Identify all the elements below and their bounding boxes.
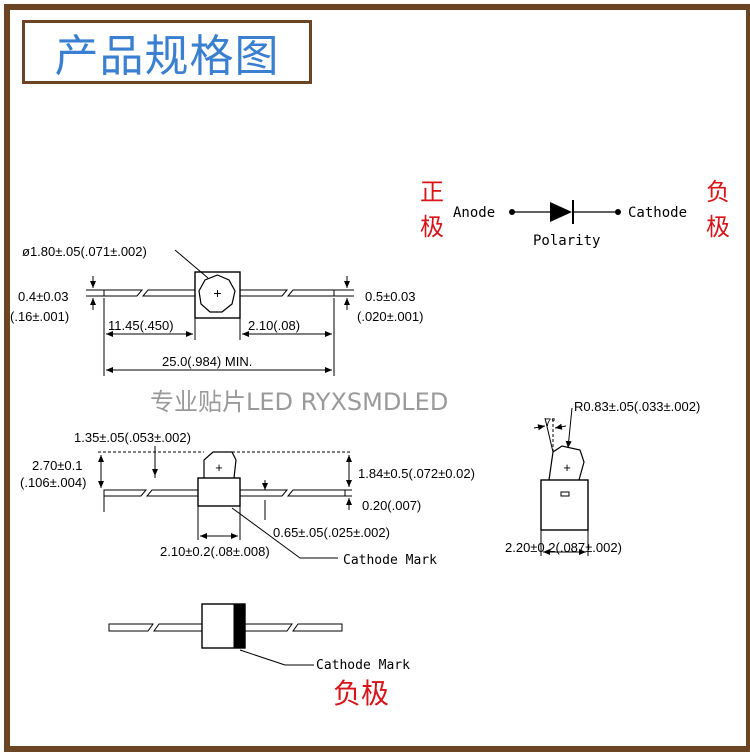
top-right-thick-mm: 0.5±0.03: [365, 289, 416, 304]
side-height-in: (.106±.004): [20, 475, 86, 490]
end-plus-mark: +: [563, 460, 571, 475]
top-right-length: 2.10(.08): [248, 318, 300, 333]
diode-symbol: [550, 202, 572, 222]
anode-cn-top: 正: [420, 178, 444, 206]
page-frame: [4, 4, 750, 752]
cathode-terminal: [615, 209, 621, 215]
side-body-height: 1.84±0.5(.072±0.02): [358, 466, 475, 481]
top-left-thick-in: (.16±.001): [10, 309, 69, 324]
cathode-label: Cathode: [628, 205, 687, 221]
side-body-width: 2.10±0.2(.08±.008): [160, 544, 270, 559]
side-dome-label: 1.35±.05(.053±.002): [74, 430, 191, 445]
top-total-length: 25.0(.984) MIN.: [162, 354, 252, 369]
top-left-length: 11.45(.450): [108, 318, 174, 333]
watermark: 专业贴片LED RYXSMDLED: [150, 388, 448, 416]
page-title: 产品规格图: [54, 31, 280, 82]
top-view: [86, 249, 354, 376]
side-plus-mark: +: [215, 460, 223, 475]
bottom-view: [108, 603, 343, 666]
top-left-thick-mm: 0.4±0.03: [18, 289, 69, 304]
bottom-cathode-mark-label: Cathode Mark: [316, 658, 410, 673]
end-view: [533, 407, 589, 556]
side-lead-offset: 0.65±.05(.025±.002): [273, 525, 390, 540]
side-height-mm: 2.70±0.1: [32, 458, 83, 473]
end-angle-label: 7°: [545, 417, 556, 429]
polarity-diagram: 正 极 Anode Cathode Polarity 负 极: [420, 178, 730, 249]
side-lead-thickness: 0.20(.007): [362, 498, 421, 513]
cathode-cn-top: 负: [706, 178, 730, 206]
cathode-cn-bottom: 极: [706, 213, 730, 241]
anode-cn-bottom: 极: [420, 213, 444, 241]
bottom-cathode-cn: 负极: [333, 677, 389, 710]
polarity-label: Polarity: [533, 233, 600, 249]
side-view: [98, 446, 352, 559]
end-width-label: 2.20±0.2(.087±.002): [505, 540, 622, 555]
end-radius-label: R0.83±.05(.033±.002): [574, 399, 700, 414]
side-cathode-mark-label: Cathode Mark: [343, 553, 437, 568]
cathode-band: [233, 603, 246, 649]
top-right-thick-in: (.020±.001): [357, 309, 423, 324]
title-box: 产品规格图: [22, 20, 312, 84]
top-plus-mark: +: [213, 285, 221, 301]
anode-label: Anode: [453, 205, 495, 221]
top-diameter-label: ø1.80±.05(.071±.002): [22, 244, 147, 259]
